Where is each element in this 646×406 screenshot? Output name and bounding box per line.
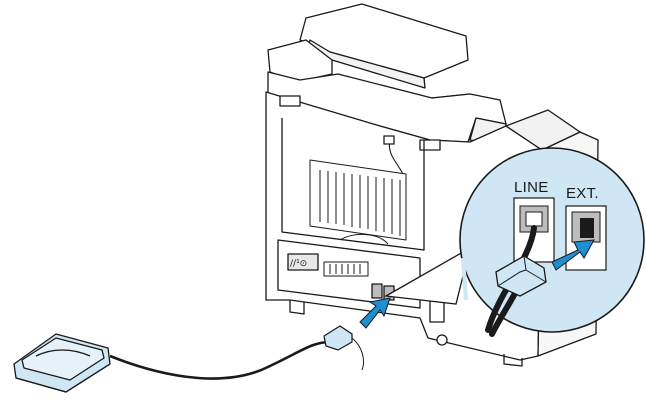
line-port-label: LINE bbox=[514, 179, 549, 196]
arrow-icon bbox=[551, 239, 595, 271]
zoom-callout: LINE EXT. bbox=[383, 147, 645, 337]
telephone-plug bbox=[495, 255, 547, 297]
interface-slot bbox=[323, 261, 369, 277]
telephone-plug-small bbox=[323, 325, 365, 371]
power-connector: //¹⊙ bbox=[287, 253, 319, 271]
extension-phone-cable bbox=[109, 340, 331, 380]
svg-text://¹⊙: //¹⊙ bbox=[290, 259, 307, 269]
body-line-jack bbox=[371, 283, 383, 299]
rear-vent bbox=[309, 159, 407, 245]
arrow-icon bbox=[359, 297, 391, 329]
telephone-handset-icon bbox=[13, 333, 111, 393]
ext-port-label: EXT. bbox=[566, 185, 599, 202]
